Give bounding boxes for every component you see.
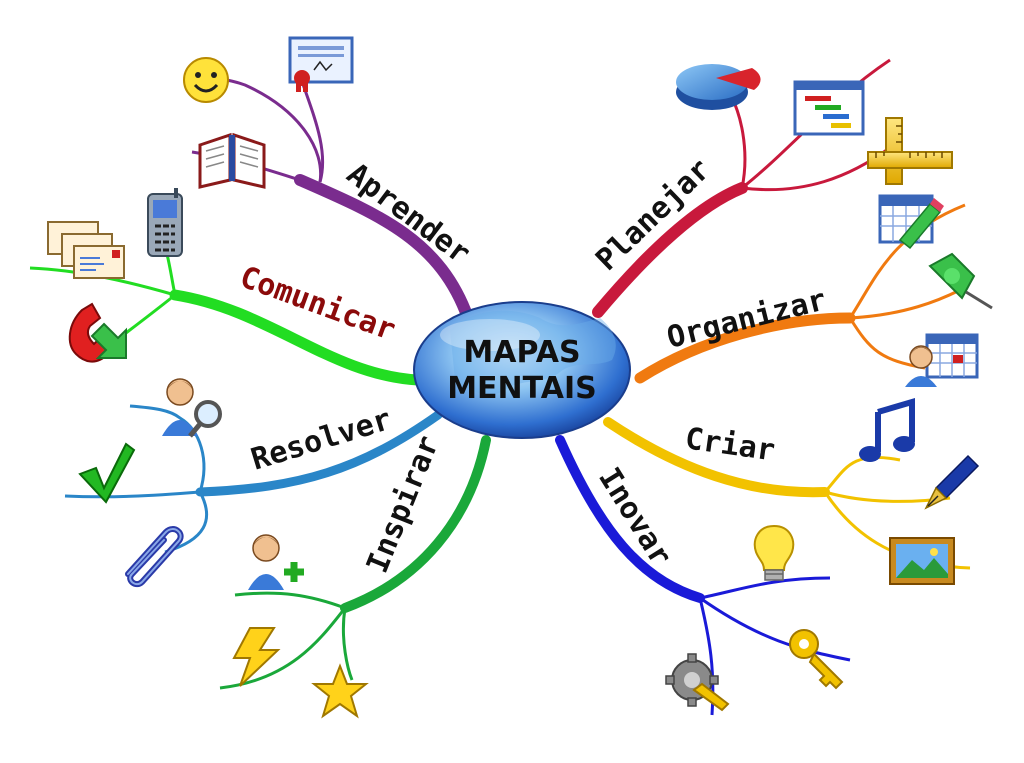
key-icon xyxy=(789,629,844,690)
smiley-icon xyxy=(183,57,229,103)
picture-icon xyxy=(889,537,955,585)
user-search-icon xyxy=(162,378,222,438)
branch-label-organizar: Organizar xyxy=(663,282,829,355)
envelopes-icon xyxy=(47,221,125,279)
ruler-icon xyxy=(867,117,953,185)
star-icon xyxy=(311,663,369,719)
light-bulb-icon xyxy=(753,524,795,581)
branch-label-resolver: Resolver xyxy=(247,402,395,478)
center-title-line2: MENTAIS xyxy=(447,371,597,406)
open-book-icon xyxy=(198,132,266,189)
certificate-icon xyxy=(288,36,354,92)
gear-wrench-icon xyxy=(665,653,730,712)
telephone-icon xyxy=(68,302,127,363)
fountain-pen-icon xyxy=(924,454,980,510)
branch-label-criar: Criar xyxy=(683,421,777,468)
add-user-icon xyxy=(248,534,304,590)
paper-clip-icon xyxy=(125,526,184,588)
music-note-icon xyxy=(859,397,915,462)
branch-label-comunicar: Comunicar xyxy=(235,260,400,348)
gantt-chart-icon xyxy=(793,80,865,136)
mobile-phone-icon xyxy=(147,188,183,257)
pie-chart-icon xyxy=(676,64,761,110)
push-pin-icon xyxy=(928,252,993,310)
calendar-pencil-icon xyxy=(878,194,944,250)
lightning-icon xyxy=(232,627,281,687)
center-title-line1: MAPAS xyxy=(463,335,580,370)
check-mark-icon xyxy=(78,442,136,504)
user-calendar-icon xyxy=(905,333,979,387)
center-globe: MAPAS MENTAIS xyxy=(413,301,631,439)
